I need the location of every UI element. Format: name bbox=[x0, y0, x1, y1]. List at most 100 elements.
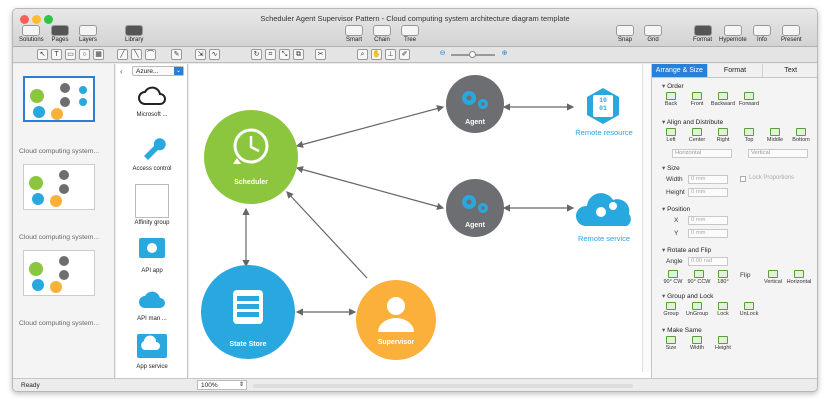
solutions-button[interactable]: Solutions bbox=[19, 25, 44, 43]
same-height-button[interactable]: Height bbox=[710, 336, 736, 351]
library-item-api-app[interactable]: API app bbox=[116, 236, 188, 274]
tab-arrange-size[interactable]: Arrange & Size bbox=[652, 64, 708, 78]
pages-button[interactable]: Pages bbox=[51, 25, 69, 43]
y-field[interactable]: 0 mm bbox=[688, 229, 728, 238]
ellipse-tool-icon[interactable]: ○ bbox=[79, 49, 90, 60]
zoom-in-icon[interactable]: ⊕ bbox=[501, 50, 508, 57]
align-top-button[interactable]: Top bbox=[736, 128, 762, 143]
crop-tool-icon[interactable]: ⌗ bbox=[265, 49, 276, 60]
agent-node-1[interactable] bbox=[446, 75, 504, 133]
distribute-vertical-select[interactable]: Vertical bbox=[748, 149, 808, 158]
rotate-section-title[interactable]: Rotate and Flip bbox=[662, 246, 711, 254]
resize-tool-icon[interactable]: ⤡ bbox=[279, 49, 290, 60]
align-center-button[interactable]: Center bbox=[684, 128, 710, 143]
rotate-ccw-button[interactable]: 90° CCW bbox=[686, 270, 712, 285]
format-button[interactable]: Format bbox=[693, 25, 712, 43]
table-tool-icon[interactable]: ▦ bbox=[93, 49, 104, 60]
format-painter-icon[interactable]: ✐ bbox=[399, 49, 410, 60]
align-right-button[interactable]: Right bbox=[710, 128, 736, 143]
scheduler-node[interactable] bbox=[204, 110, 298, 204]
page-thumbnail-2[interactable] bbox=[23, 164, 95, 210]
zoom-tool-icon[interactable]: ⌕ bbox=[357, 49, 368, 60]
group-button[interactable]: Group bbox=[658, 302, 684, 317]
width-field[interactable]: 0 mm bbox=[688, 175, 728, 184]
library-item-affinity-group[interactable]: Affinity group bbox=[116, 184, 188, 226]
front-button[interactable]: Front bbox=[684, 92, 710, 107]
back-button[interactable]: Back bbox=[658, 92, 684, 107]
size-section-title[interactable]: Size bbox=[662, 164, 680, 172]
minimize-window-button[interactable] bbox=[32, 15, 41, 24]
chain-button[interactable]: Chain bbox=[373, 25, 391, 43]
select-tool-icon[interactable]: ↖ bbox=[37, 49, 48, 60]
duplicate-tool-icon[interactable]: ⧉ bbox=[293, 49, 304, 60]
pen-tool-icon[interactable]: ✎ bbox=[171, 49, 182, 60]
flip-vertical-button[interactable]: Vertical bbox=[760, 270, 786, 285]
height-field[interactable]: 0 mm bbox=[688, 188, 728, 197]
library-item-microsoft[interactable]: Microsoft ... bbox=[116, 84, 188, 118]
page-thumbnail-1[interactable] bbox=[23, 76, 95, 122]
align-middle-button[interactable]: Middle bbox=[762, 128, 788, 143]
arc-tool-icon[interactable]: ╲ bbox=[131, 49, 142, 60]
present-button[interactable]: Present bbox=[781, 25, 802, 43]
zoom-select[interactable]: 100% ⇕ bbox=[197, 380, 247, 390]
scissors-tool-icon[interactable]: ✂ bbox=[315, 49, 326, 60]
backward-button[interactable]: Backward bbox=[710, 92, 736, 107]
canvas-vertical-scrollbar[interactable] bbox=[642, 64, 651, 372]
angle-field[interactable]: 0.00 rad bbox=[688, 257, 728, 266]
hypernote-button[interactable]: Hypernote bbox=[719, 25, 747, 43]
forward-button[interactable]: Forward bbox=[736, 92, 762, 107]
same-size-button[interactable]: Size bbox=[658, 336, 684, 351]
unlock-button[interactable]: UnLock bbox=[736, 302, 762, 317]
stamp-tool-icon[interactable]: ⊥ bbox=[385, 49, 396, 60]
page-label-3[interactable]: Cloud computing system... bbox=[19, 320, 100, 327]
group-section-title[interactable]: Group and Lock bbox=[662, 292, 713, 300]
grid-button[interactable]: Grid bbox=[644, 25, 662, 43]
page-label-1[interactable]: Cloud computing system... bbox=[19, 148, 100, 155]
zoom-slider-knob[interactable] bbox=[469, 51, 476, 58]
info-button[interactable]: Info bbox=[753, 25, 771, 43]
library-back-icon[interactable]: ‹ bbox=[120, 67, 123, 76]
smart-button[interactable]: Smart bbox=[345, 25, 363, 43]
bezier-tool-icon[interactable]: ∿ bbox=[209, 49, 220, 60]
align-section-title[interactable]: Align and Distribute bbox=[662, 118, 723, 126]
rotate-180-button[interactable]: 180° bbox=[710, 270, 736, 285]
library-item-access-control[interactable]: Access control bbox=[116, 134, 188, 172]
ungroup-button[interactable]: UnGroup bbox=[684, 302, 710, 317]
zoom-out-icon[interactable]: ⊖ bbox=[439, 50, 446, 57]
text-tool-icon[interactable]: T bbox=[51, 49, 62, 60]
tree-button[interactable]: Tree bbox=[401, 25, 419, 43]
align-left-button[interactable]: Left bbox=[658, 128, 684, 143]
hand-tool-icon[interactable]: ✋ bbox=[371, 49, 382, 60]
library-item-api-management[interactable]: API man ... bbox=[116, 286, 188, 322]
curve-tool-icon[interactable]: ⌒ bbox=[145, 49, 156, 60]
tab-text[interactable]: Text bbox=[763, 64, 817, 78]
rectangle-tool-icon[interactable]: ▭ bbox=[65, 49, 76, 60]
rotate-cw-button[interactable]: 90° CW bbox=[660, 270, 686, 285]
position-section-title[interactable]: Position bbox=[662, 205, 690, 213]
layers-button[interactable]: Layers bbox=[79, 25, 97, 43]
distribute-horizontal-select[interactable]: Horizontal bbox=[672, 149, 732, 158]
page-thumbnail-3[interactable] bbox=[23, 250, 95, 296]
library-item-app-service[interactable]: App service bbox=[116, 332, 188, 370]
connector-scheduler-agent1[interactable] bbox=[295, 105, 445, 148]
connector-scheduler-agent2[interactable] bbox=[295, 166, 445, 210]
horizontal-scrollbar[interactable] bbox=[253, 384, 633, 388]
x-field[interactable]: 0 mm bbox=[688, 216, 728, 225]
rotate-tool-icon[interactable]: ↻ bbox=[251, 49, 262, 60]
lock-proportions-checkbox[interactable] bbox=[740, 176, 746, 182]
lock-button[interactable]: Lock bbox=[710, 302, 736, 317]
library-button[interactable]: Library bbox=[125, 25, 143, 43]
order-section-title[interactable]: Order bbox=[662, 82, 684, 90]
zoom-window-button[interactable] bbox=[44, 15, 53, 24]
page-label-2[interactable]: Cloud computing system... bbox=[19, 234, 100, 241]
tab-format[interactable]: Format bbox=[707, 64, 764, 78]
make-same-section-title[interactable]: Make Same bbox=[662, 326, 702, 334]
line-tool-icon[interactable]: ╱ bbox=[117, 49, 128, 60]
diagram-canvas[interactable]: Scheduler Agent Agent 10 01 Remote resou… bbox=[189, 64, 651, 378]
agent-node-2[interactable] bbox=[446, 179, 504, 237]
close-window-button[interactable] bbox=[20, 15, 29, 24]
snap-button[interactable]: Snap bbox=[616, 25, 634, 43]
align-bottom-button[interactable]: Bottom bbox=[788, 128, 814, 143]
same-width-button[interactable]: Width bbox=[684, 336, 710, 351]
flip-horizontal-button[interactable]: Horizontal bbox=[786, 270, 812, 285]
